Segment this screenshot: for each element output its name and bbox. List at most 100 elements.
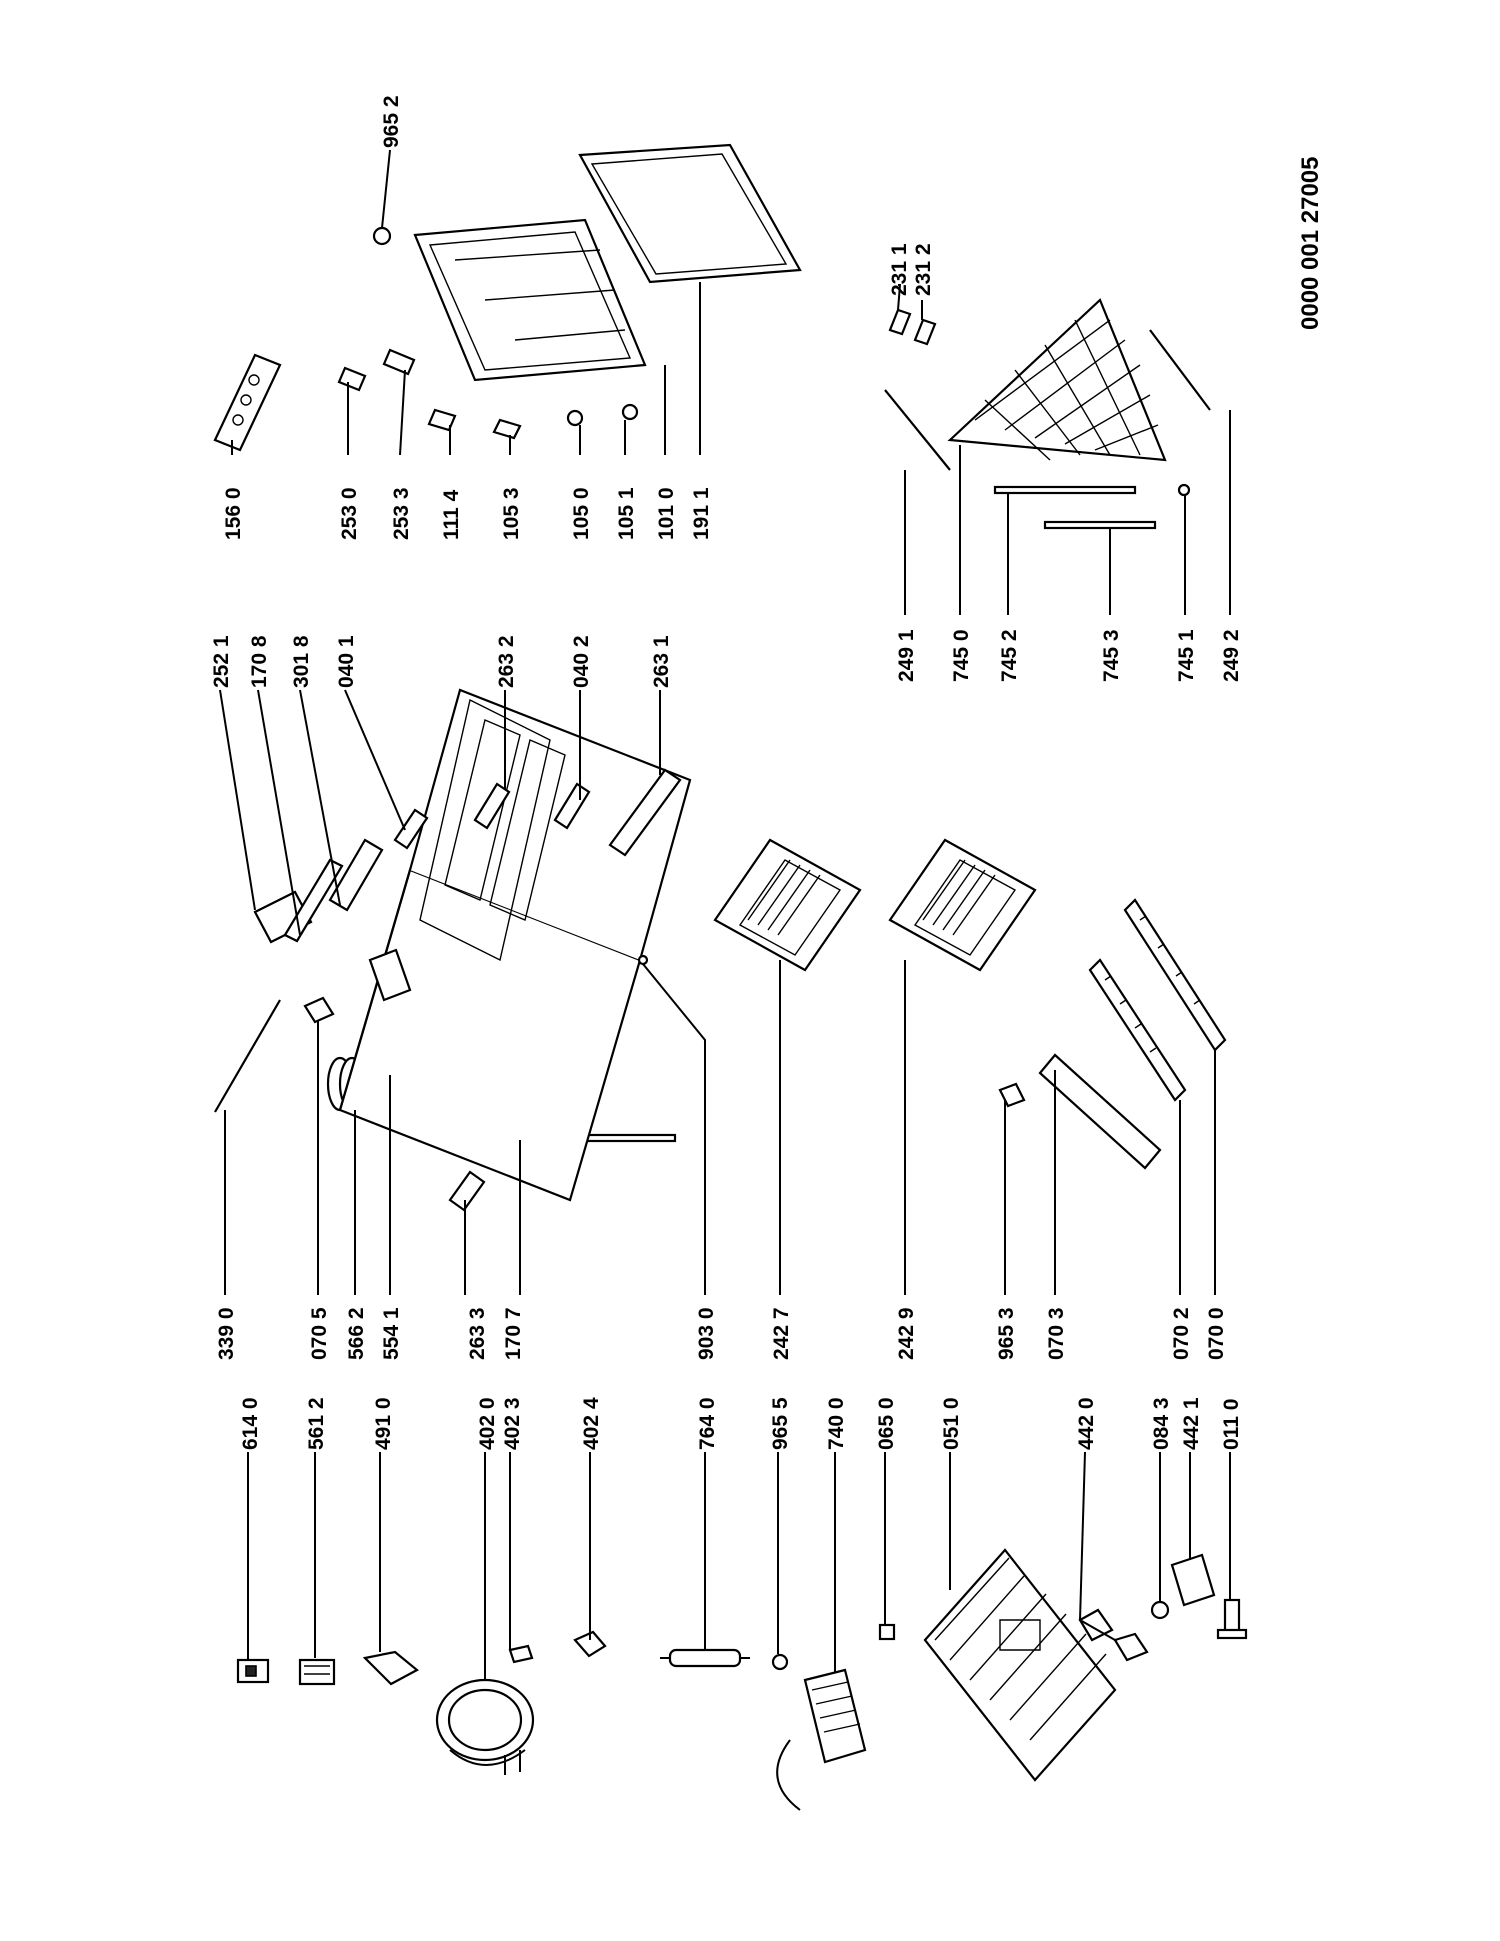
part-label: 491 0 [372, 1397, 395, 1450]
part-label: 111 4 [440, 489, 463, 540]
part-label: 252 1 [210, 635, 233, 688]
tray-long-drawing [1038, 1053, 1162, 1170]
glass-trim-drawing [993, 485, 1137, 495]
crisper-upper-drawing [713, 838, 862, 972]
knob-part-drawing [1150, 1600, 1170, 1620]
part-label: 084 3 [1150, 1397, 1173, 1450]
condenser-part-drawing [776, 1668, 867, 1811]
door-gasket-drawing [578, 143, 802, 284]
plate-part-drawing [492, 418, 522, 440]
part-label: 249 1 [895, 629, 918, 682]
cover-part-drawing [362, 1650, 419, 1686]
part-label: 561 2 [305, 1397, 328, 1450]
part-label: 105 3 [500, 487, 523, 540]
part-label: 231 2 [912, 243, 935, 296]
part-label: 301 8 [290, 635, 313, 688]
part-label: 442 1 [1180, 1397, 1203, 1450]
document-number: 0000 001 27005 [1297, 156, 1324, 330]
part-illustrations [213, 143, 1248, 1811]
part-label: 040 1 [335, 635, 358, 688]
part-label: 231 1 [888, 243, 911, 296]
part-label: 764 0 [696, 1397, 719, 1450]
hinge-upper-drawing [393, 808, 429, 850]
part-label: 903 0 [695, 1307, 718, 1360]
small-fitting-drawing [878, 1623, 896, 1641]
part-label: 242 9 [895, 1307, 918, 1360]
capillary-part-drawing [771, 1653, 789, 1671]
part-label: 339 0 [215, 1307, 238, 1360]
glass-trim-2-drawing [1043, 520, 1157, 530]
cabinet-drawing [338, 688, 692, 1202]
shelf-rail-bottom-drawing [1149, 329, 1211, 411]
part-label: 051 0 [940, 1397, 963, 1450]
hinge-block-drawing [303, 996, 335, 1024]
part-label: 105 0 [570, 487, 593, 540]
part-label: 156 0 [222, 487, 245, 540]
part-label: 402 4 [580, 1397, 603, 1450]
part-label: 101 0 [655, 487, 678, 540]
clip-pair-drawing [888, 308, 937, 346]
drier-part-drawing [660, 1648, 750, 1668]
part-label: 965 2 [380, 95, 403, 148]
compressor-part-drawing [435, 1678, 535, 1775]
part-label: 402 0 [476, 1397, 499, 1450]
door-cover-drawing [382, 348, 416, 376]
part-label: 070 5 [308, 1307, 331, 1360]
part-label: 253 3 [390, 487, 413, 540]
part-label: 170 7 [502, 1307, 525, 1360]
leg-part-drawing [1216, 1598, 1248, 1640]
part-label: 740 0 [825, 1397, 848, 1450]
part-label: 249 2 [1220, 629, 1243, 682]
part-label: 191 1 [690, 487, 713, 540]
part-label: 011 0 [1220, 1399, 1243, 1450]
stop-part-drawing [427, 408, 457, 432]
part-label: 554 1 [380, 1307, 403, 1360]
small-plug-drawing [1177, 483, 1191, 497]
part-label: 965 5 [769, 1397, 792, 1450]
screw-part-2-drawing [621, 403, 639, 421]
cover-small-drawing [998, 1082, 1026, 1108]
door-pin-drawing [337, 366, 367, 392]
part-label: 745 1 [1175, 629, 1198, 682]
knob-top-drawing [372, 226, 392, 246]
document-number-text: 0000 001 27005 [1297, 156, 1324, 330]
hinge-bottom-drawing [448, 1170, 486, 1212]
protector-part-drawing [298, 1658, 336, 1686]
grid-shelf-drawing [947, 298, 1167, 462]
part-label: 105 1 [615, 487, 638, 540]
part-label: 566 2 [345, 1307, 368, 1360]
part-label: 965 3 [995, 1307, 1018, 1360]
crisper-lower-drawing [888, 838, 1037, 972]
clip-part-drawing [508, 1644, 534, 1664]
part-label: 745 2 [998, 629, 1021, 682]
part-label: 070 3 [1045, 1307, 1068, 1360]
switch-drawing [253, 890, 313, 944]
gasket-strip-drawing [214, 999, 281, 1113]
base-tray-drawing [923, 1548, 1117, 1782]
part-label: 263 3 [466, 1307, 489, 1360]
part-label: 070 0 [1205, 1307, 1228, 1360]
shelf-rail-drawing [1088, 958, 1187, 1102]
part-label: 263 1 [650, 635, 673, 688]
relay-part-drawing [236, 1658, 270, 1684]
part-label: 402 3 [501, 1397, 524, 1450]
part-label: 614 0 [239, 1397, 262, 1450]
part-label: 070 2 [1170, 1307, 1193, 1360]
hinge-middle-drawing [473, 782, 511, 830]
thermostat-part-drawing [1078, 1608, 1149, 1662]
part-label: 242 7 [770, 1307, 793, 1360]
part-labels: 614 0 561 2 491 0 402 0 402 3 402 4 764 … [210, 95, 1243, 1450]
part-label: 040 2 [570, 635, 593, 688]
leader-lines [219, 149, 1231, 1680]
part-label: 253 0 [338, 487, 361, 540]
door-drawing [413, 218, 647, 382]
egg-tray-drawing [213, 353, 282, 452]
handle-bar-drawing [608, 768, 682, 857]
top-rail-drawing [283, 858, 344, 943]
shelf-rail-top-drawing [884, 389, 951, 471]
part-label: 745 3 [1100, 629, 1123, 682]
light-housing-drawing [328, 838, 384, 912]
part-label: 263 2 [495, 635, 518, 688]
screw-part-drawing [566, 409, 584, 427]
